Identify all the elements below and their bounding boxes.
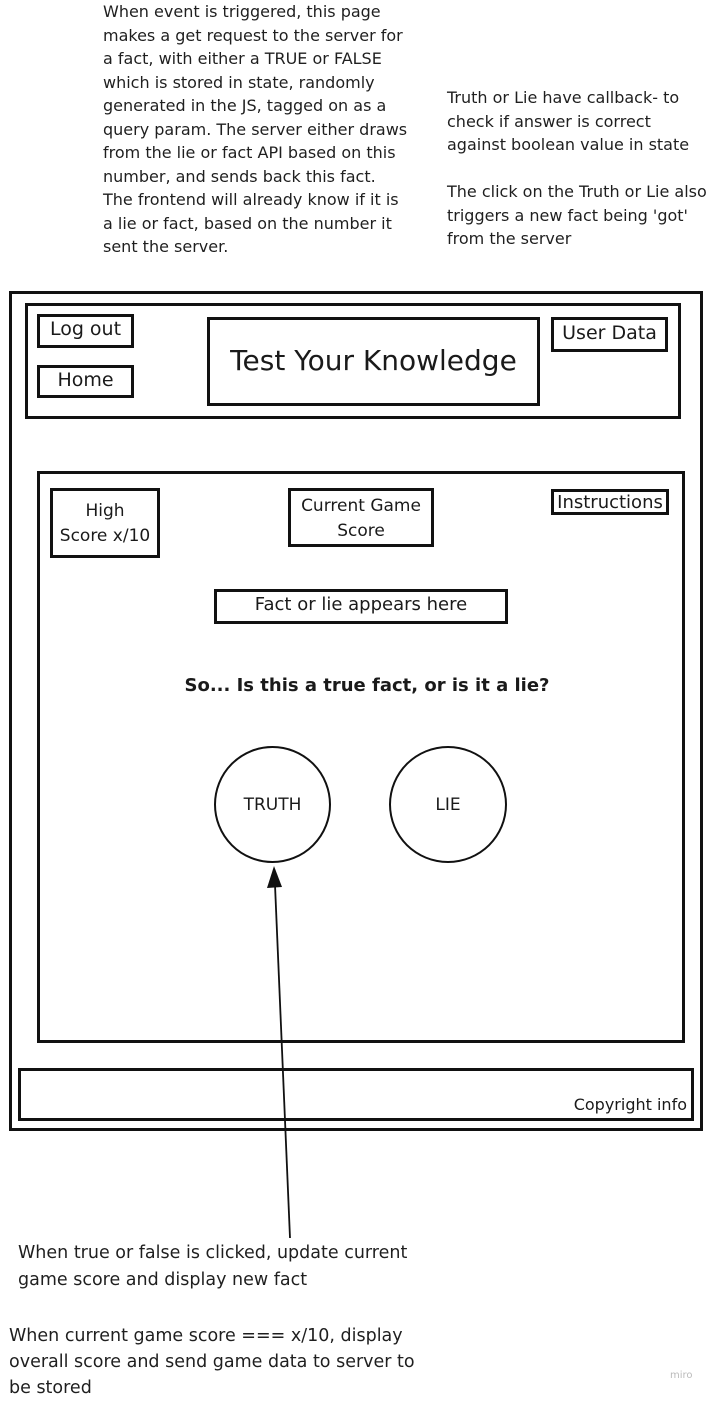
home-button[interactable]: Home (37, 365, 134, 398)
high-score-box: High Score x/10 (50, 488, 160, 558)
note-game-end: When current game score === x/10, displa… (9, 1326, 415, 1398)
miro-watermark: miro (670, 1370, 693, 1381)
user-data-button[interactable]: User Data (551, 317, 668, 352)
current-score-label: Current Game Score (301, 496, 421, 541)
current-score-box: Current Game Score (288, 488, 434, 547)
user-data-label: User Data (562, 322, 657, 344)
question-text: So... Is this a true fact, or is it a li… (184, 675, 550, 696)
instructions-button[interactable]: Instructions (551, 489, 669, 515)
note-new-fact: The click on the Truth or Lie also trigg… (447, 182, 707, 248)
game-panel (37, 471, 685, 1043)
high-score-label: High Score x/10 (59, 501, 151, 546)
logout-label: Log out (49, 318, 122, 340)
home-label: Home (57, 369, 114, 391)
page-title: Test Your Knowledge (230, 344, 517, 377)
instructions-label: Instructions (557, 492, 663, 513)
fact-text: Fact or lie appears here (254, 594, 468, 615)
lie-label: LIE (435, 794, 461, 815)
note-get-request: When event is triggered, this page makes… (103, 2, 408, 256)
page-title-box: Test Your Knowledge (207, 317, 540, 406)
footer: Copyright info (18, 1068, 694, 1121)
fact-box: Fact or lie appears here (214, 589, 508, 624)
truth-label: TRUTH (243, 794, 302, 815)
copyright-text: Copyright info (573, 1095, 687, 1114)
logout-button[interactable]: Log out (37, 314, 134, 348)
note-callback: Truth or Lie have callback- to check if … (447, 88, 690, 154)
lie-button[interactable]: LIE (389, 746, 507, 863)
note-score-update: When true or false is clicked, update cu… (18, 1243, 408, 1290)
truth-button[interactable]: TRUTH (214, 746, 331, 863)
